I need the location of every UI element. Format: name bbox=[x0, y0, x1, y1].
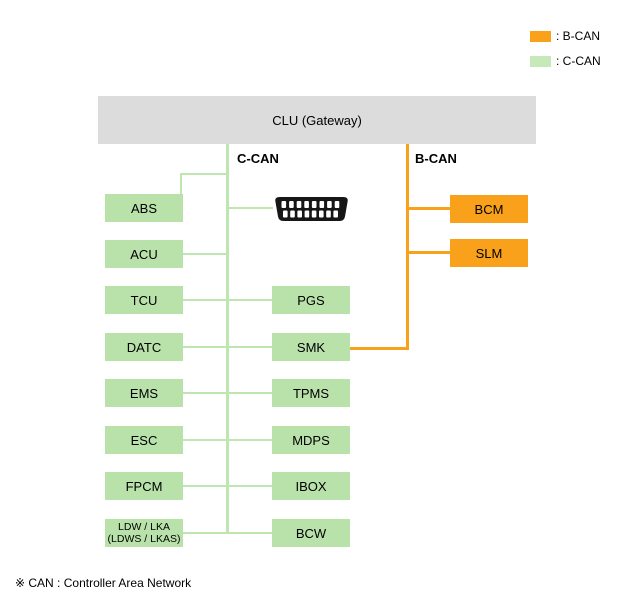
module-label: TPMS bbox=[292, 385, 330, 401]
bcm-branch-line bbox=[409, 207, 450, 210]
module-label: IBOX bbox=[295, 478, 327, 494]
module-label: ABS bbox=[130, 200, 157, 216]
legend-label-b-can: : B-CAN bbox=[556, 29, 601, 43]
abs-branch-line-v bbox=[180, 173, 182, 194]
module-label: BCW bbox=[295, 525, 327, 541]
legend-swatch-b-can bbox=[530, 31, 551, 42]
datc-smk-branch-line bbox=[183, 346, 272, 348]
module-label: LDW / LKA bbox=[118, 521, 170, 533]
legend-swatch-c-can bbox=[530, 56, 551, 67]
fpcm-ibox-branch-line bbox=[183, 485, 272, 487]
module-label: DATC bbox=[126, 339, 162, 355]
slm-branch-line bbox=[409, 251, 450, 254]
module-box-ibox: IBOX bbox=[272, 472, 350, 500]
module-box-bcm: BCM bbox=[450, 195, 528, 223]
footnote: ※ CAN : Controller Area Network bbox=[15, 576, 192, 590]
c-can-bus-label: C-CAN bbox=[237, 151, 279, 166]
esc-mdps-branch-line bbox=[183, 439, 272, 441]
module-label: SLM bbox=[475, 245, 503, 261]
module-box-abs: ABS bbox=[105, 194, 183, 222]
legend-label-c-can: : C-CAN bbox=[556, 54, 601, 68]
connector-branch-line bbox=[229, 207, 273, 209]
obd-connector-icon bbox=[273, 196, 350, 222]
module-box-pgs: PGS bbox=[272, 286, 350, 314]
module-box-slm: SLM bbox=[450, 239, 528, 267]
tcu-pgs-branch-line bbox=[183, 299, 272, 301]
module-label: BCM bbox=[474, 201, 504, 217]
abs-branch-line-h bbox=[180, 173, 228, 175]
module-label: ESC bbox=[130, 432, 158, 448]
ems-tpms-branch-line bbox=[183, 392, 272, 394]
module-sublabel: (LDWS / LKAS) bbox=[107, 533, 181, 545]
module-box-tpms: TPMS bbox=[272, 379, 350, 407]
b-can-bus-label: B-CAN bbox=[415, 151, 457, 166]
b-can-bus-line bbox=[406, 144, 409, 350]
c-can-bus-line bbox=[226, 144, 229, 534]
module-box-tcu: TCU bbox=[105, 286, 183, 314]
b-can-to-smk-line bbox=[350, 347, 409, 350]
module-label: PGS bbox=[297, 292, 325, 308]
ldw-bcw-branch-line bbox=[183, 532, 272, 534]
module-label: MDPS bbox=[292, 432, 330, 448]
module-box-fpcm: FPCM bbox=[105, 472, 183, 500]
module-box-smk: SMK bbox=[272, 333, 350, 361]
gateway-label: CLU (Gateway) bbox=[272, 112, 362, 128]
module-box-bcw: BCW bbox=[272, 519, 350, 547]
gateway-box: CLU (Gateway) bbox=[98, 96, 536, 144]
module-label: TCU bbox=[130, 292, 158, 308]
module-label: ACU bbox=[130, 246, 158, 262]
module-label: EMS bbox=[129, 385, 159, 401]
module-box-ldw-lka: LDW / LKA (LDWS / LKAS) bbox=[105, 519, 183, 547]
module-box-esc: ESC bbox=[105, 426, 183, 454]
module-label: FPCM bbox=[125, 478, 163, 494]
module-box-ems: EMS bbox=[105, 379, 183, 407]
module-label: SMK bbox=[296, 339, 326, 355]
module-box-datc: DATC bbox=[105, 333, 183, 361]
acu-branch-line bbox=[183, 253, 228, 255]
module-box-mdps: MDPS bbox=[272, 426, 350, 454]
module-box-acu: ACU bbox=[105, 240, 183, 268]
